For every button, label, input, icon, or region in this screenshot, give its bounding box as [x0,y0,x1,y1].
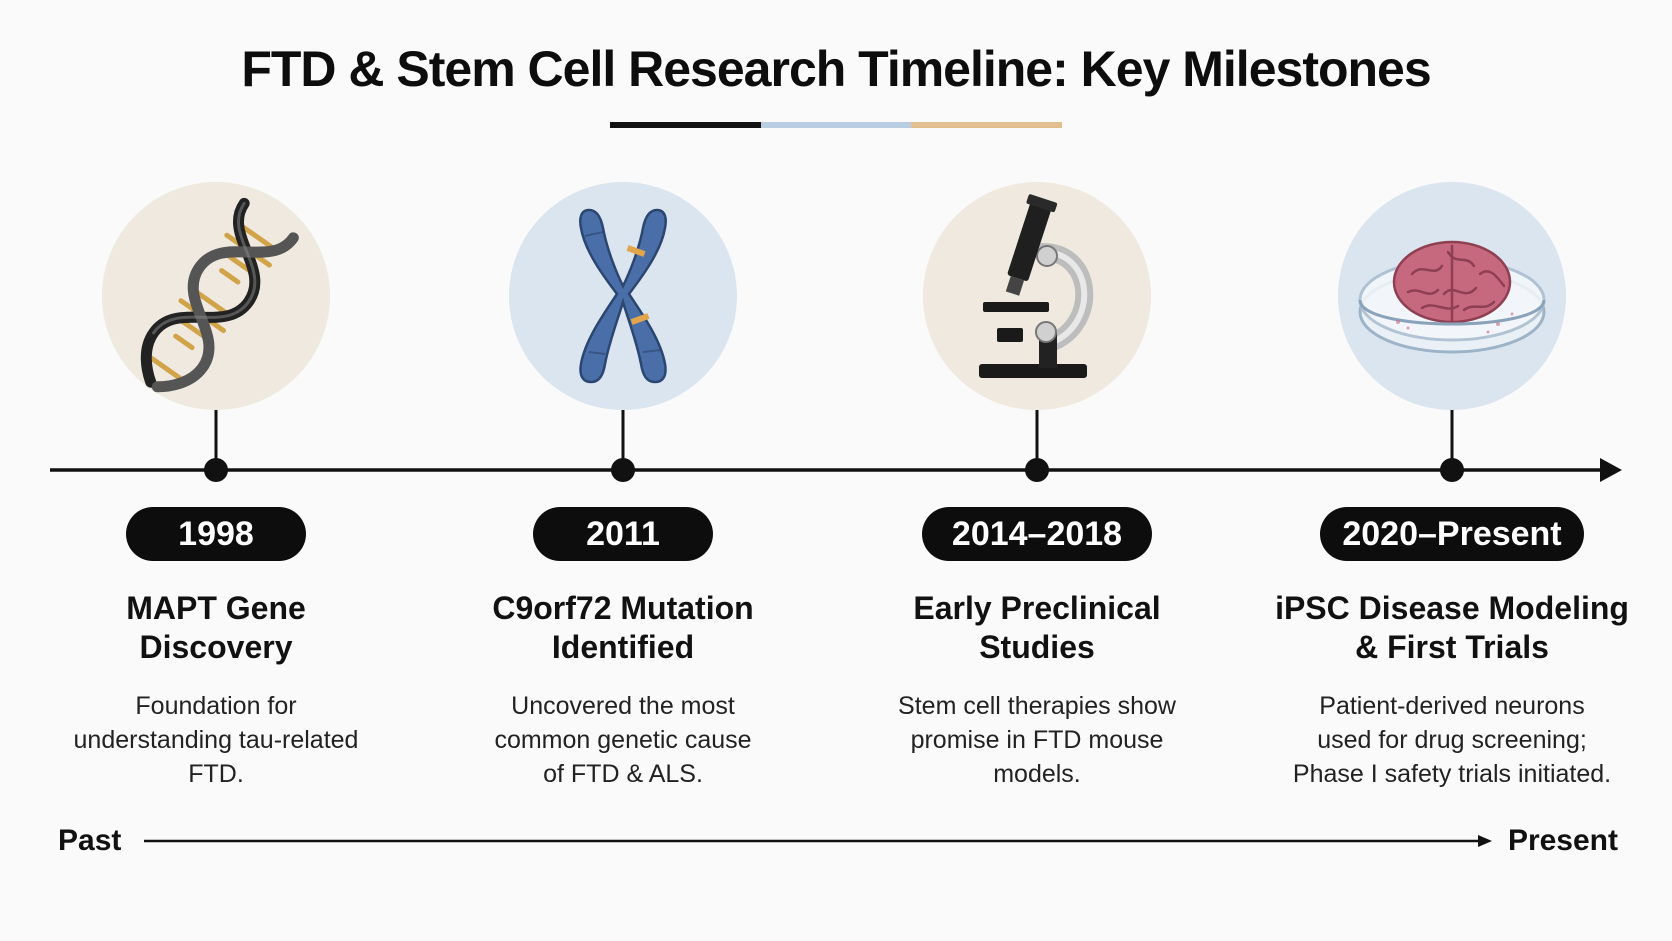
description-line: common genetic cause [494,726,752,754]
dna-helix-icon [140,197,299,393]
period-badge-2014-2018: 2014–2018 [922,507,1152,561]
timeline-dot-2014-2018 [1025,458,1049,482]
period-badge-2011: 2011 [533,507,713,561]
milestone-description-2020-present: Patient-derived neurons used for drug sc… [1262,689,1642,791]
description-line: Uncovered the most [511,692,735,720]
description-line: FTD. [188,760,244,788]
milestone-description-2014-2018: Stem cell therapies show promise in FTD … [867,689,1207,791]
heading-line: MAPT Gene [126,590,306,626]
milestone-heading-2011: C9orf72 Mutation Identified [443,589,803,667]
milestone-heading-2014-2018: Early Preclinical Studies [857,589,1217,667]
axis-end-label: Present [1507,824,1618,857]
description-line: understanding tau-related [73,726,359,754]
heading-line: C9orf72 Mutation [492,590,754,626]
timeline-dot-2011 [611,458,635,482]
milestone-icon-circle-2014-2018 [923,182,1151,410]
chromosome-icon [579,208,667,384]
description-line: models. [993,760,1081,788]
description-line: promise in FTD mouse [910,726,1164,754]
page-title: FTD & Stem Cell Research Timeline: Key M… [241,41,1431,97]
description-line: of FTD & ALS. [543,760,703,788]
heading-line: Identified [551,629,695,665]
milestone-description-2011: Uncovered the most common genetic cause … [453,689,793,791]
heading-line: Studies [979,629,1095,665]
period-badge-2020-present: 2020–Present [1320,507,1584,561]
description-line: Phase I safety trials initiated. [1292,760,1612,788]
heading-line: iPSC Disease Modeling [1275,590,1629,626]
milestone-icon-circle-2020-present [1338,182,1566,410]
period-badge-1998: 1998 [126,507,306,561]
brain-petri-dish-icon [1358,240,1546,354]
description-line: used for drug screening; [1317,726,1587,754]
milestone-icon-circle-1998 [102,182,330,410]
timeline-dot-2020-present [1440,458,1464,482]
description-line: Stem cell therapies show [898,692,1176,720]
milestone-icon-circle-2011 [509,182,737,410]
description-line: Foundation for [135,692,297,720]
heading-line: Discovery [139,629,293,665]
milestone-heading-1998: MAPT Gene Discovery [36,589,396,667]
past-present-arrowhead [1478,835,1492,847]
timeline-arrowhead [1600,458,1622,482]
axis-start-label: Past [58,824,122,857]
description-line: Patient-derived neurons [1319,692,1585,720]
milestone-heading-2020-present: iPSC Disease Modeling & First Trials [1262,589,1642,667]
heading-line: & First Trials [1355,629,1549,665]
timeline-dot-1998 [204,458,228,482]
heading-line: Early Preclinical [913,590,1161,626]
microscope-icon [979,194,1094,378]
title-underline [610,122,1063,128]
milestone-description-1998: Foundation for understanding tau-related… [46,689,386,791]
